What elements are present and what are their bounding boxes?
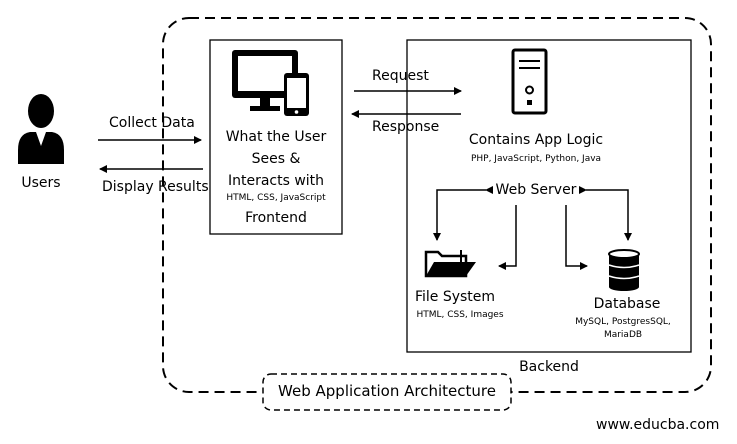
server-file-arrow [498,205,517,270]
monitor-icon [232,50,298,111]
request-label: Request [372,68,429,84]
app-logic-label: Contains App Logic [468,132,604,148]
app-logic-tech: PHP, JavaScript, Python, Java [470,154,602,164]
watermark: www.educba.com [596,417,720,433]
frontend-label: Frontend [245,210,307,226]
database-tech-line2: MariaDB [603,330,643,340]
database-label: Database [593,296,661,312]
backend-label: Backend [519,359,579,375]
database-icon [608,249,640,291]
frontend-tech: HTML, CSS, JavaScript [226,193,326,203]
architecture-title: Web Application Architecture [278,382,496,400]
frontend-desc-line1: What the User [225,129,327,145]
response-label: Response [372,119,440,135]
user-icon [18,94,64,164]
users-label: Users [21,175,61,191]
folder-icon [424,250,476,278]
server-file-link [433,186,493,241]
server-database-arrow [565,205,588,270]
application-boundary [162,17,712,393]
web-server-label: Web Server [495,182,577,198]
frontend-desc-line3: Interacts with [227,173,325,189]
frontend-desc-line2: Sees & [251,151,301,167]
file-system-tech: HTML, CSS, Images [416,310,504,320]
display-results-label: Display Results [102,179,209,195]
server-icon [511,48,548,115]
phone-icon [284,73,309,116]
title-box [262,373,512,411]
file-system-label: File System [414,289,496,305]
collect-data-label: Collect Data [109,115,195,131]
database-tech-line1: MySQL, PostgresSQL, [575,317,671,327]
server-database-link [579,186,632,241]
